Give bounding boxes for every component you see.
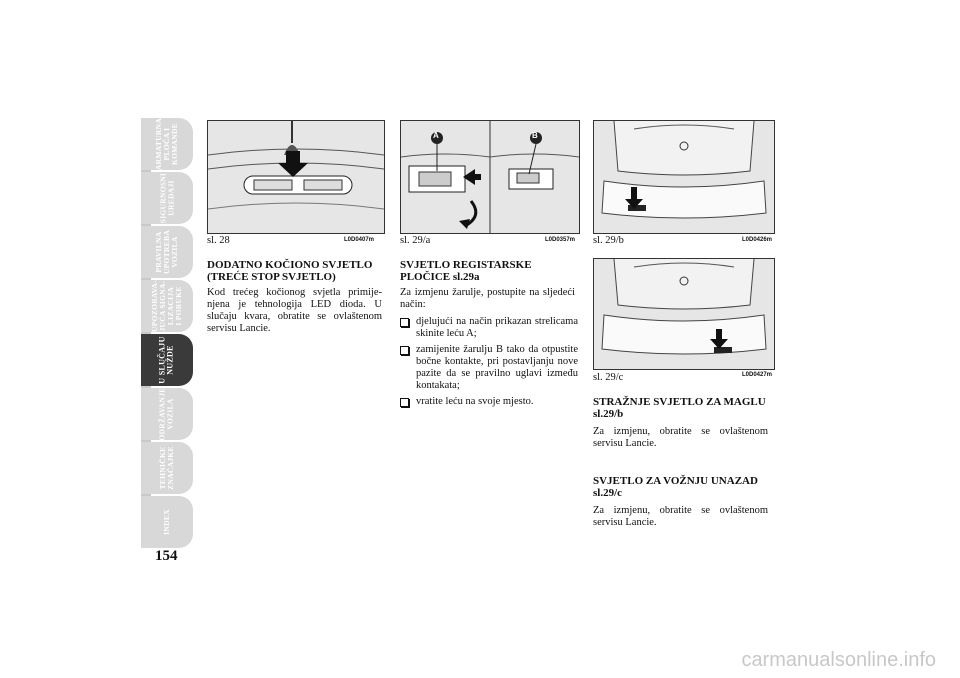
sidebar-strip [141,118,151,548]
tab-sigurnosni-uredaji[interactable]: SIGURNOSNI UREĐAJI [141,172,193,224]
steps-list: djelujući na način prikazan strelicama s… [400,316,578,412]
figure-code: L0D0357m [545,237,576,243]
heading-rear-fog-light: STRAŽNJE SVJETLO ZA MAGLU sl.29/b [593,396,766,420]
figure-code: L0D0407m [344,237,375,243]
tab-pravilna-upotreba[interactable]: PRAVILNA UPOTREBA VOZILA [141,226,193,278]
tab-u-slucaju-nuzde[interactable]: U SLUČAJU NUŽDE [141,334,193,386]
page-number: 154 [155,548,178,564]
tab-odrzavanje-vozila[interactable]: ODRŽAVANJE VOZILA [141,387,193,441]
list-item: vratite leću na svoje mjesto. [400,396,578,408]
figure-caption: sl. 29/a [400,235,431,246]
figure-caption: sl. 29/b [593,235,624,246]
figure-license-plate-light [400,120,580,234]
heading-reversing-light: SVJETLO ZA VOŽNJU UNAZAD sl.29/c [593,475,758,499]
figure-code: L0D0426m [742,237,773,243]
checkbox-bullet-icon [400,346,409,355]
paragraph-reversing-light: Za izmjenu, obratite se ovlaštenom servi… [593,505,768,528]
checkbox-bullet-icon [400,398,409,407]
watermark: carmanualsonline.info [741,649,936,671]
paragraph-third-brake-light: Kod trećeg kočionog svjetla primije- nje… [207,287,382,334]
label-a: A [433,131,439,140]
list-item: djelujući na način prikazan strelicama s… [400,316,578,340]
heading-third-brake-light: DODATNO KOČIONO SVJETLO (TREĆE STOP SVJE… [207,259,373,283]
tab-upozoravajuca-signalizacija[interactable]: UPOZORAVA- JUĆA SIGNA- LIZACIJA I PORUKE [141,280,193,332]
figure-reversing-light [593,258,775,370]
checkbox-bullet-icon [400,318,409,327]
heading-license-plate-light: SVJETLO REGISTARSKE PLOČICE sl.29a [400,259,532,283]
figure-code: L0D0427m [742,372,773,378]
paragraph-intro: Za izmjenu žarulje, postupite na sljedeć… [400,287,575,310]
tab-index[interactable]: INDEX [141,496,193,548]
tab-armaturna-ploca[interactable]: ARMATURNA PLOČA I KOMANDE [141,118,193,170]
figure-caption: sl. 28 [207,235,230,246]
tab-tehnicke-znacajke[interactable]: TEHNIČKE ZNAČAJKE [141,442,193,494]
figure-caption: sl. 29/c [593,372,624,383]
paragraph-rear-fog-light: Za izmjenu, obratite se ovlaštenom servi… [593,426,768,449]
list-item: zamijenite žarulju B tako da otpustite b… [400,344,578,392]
label-b: B [532,131,538,140]
figure-third-brake-light [207,120,385,234]
figure-rear-fog-light [593,120,775,234]
